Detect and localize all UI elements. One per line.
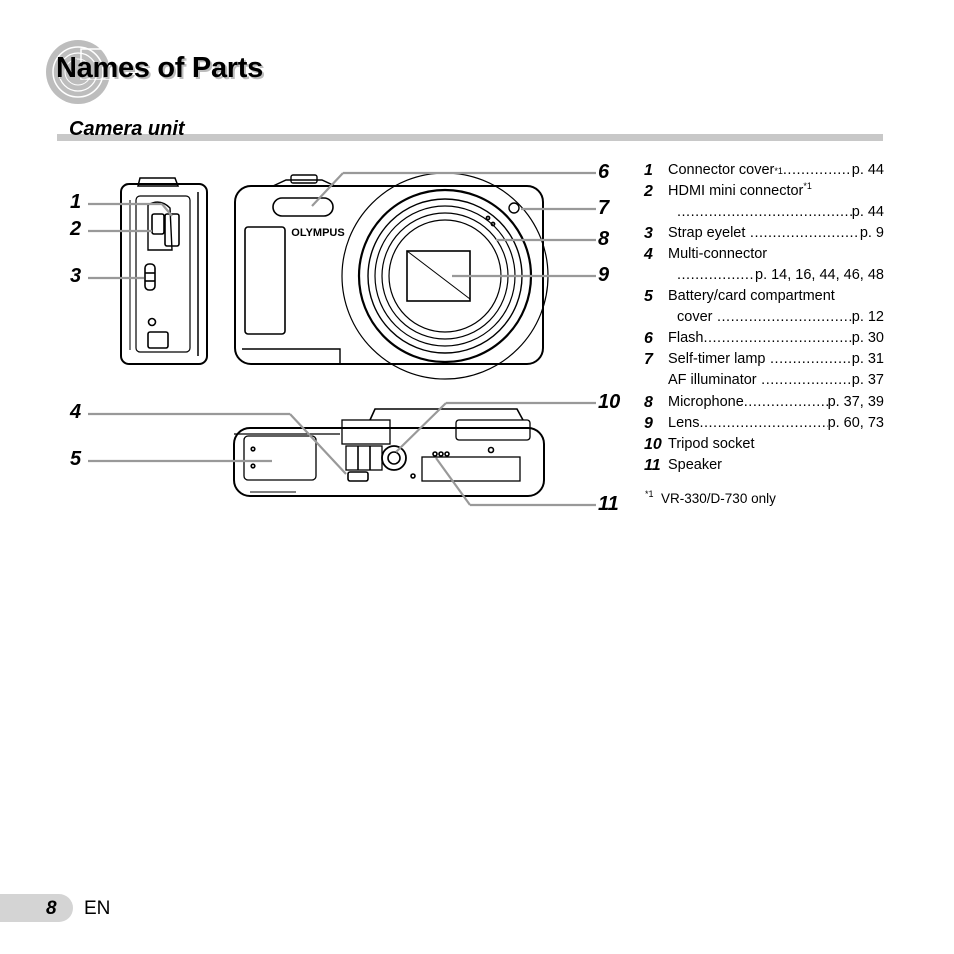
page-number-tab [0, 894, 73, 922]
callout-7: 7 [598, 197, 610, 219]
callout-3: 3 [70, 265, 82, 287]
brand-logo: OLYMPUS [291, 227, 344, 239]
callout-1: 1 [70, 191, 82, 213]
list-item: 4 Multi-connector ......................… [644, 246, 884, 283]
list-item: 2 HDMI mini connector*1 ................… [644, 181, 884, 221]
footnote: *1 VR-330/D-730 only [645, 489, 776, 507]
callout-5: 5 [70, 448, 82, 470]
list-item: AF illuminator .........................… [668, 372, 884, 388]
language-label: EN [84, 898, 111, 919]
list-item: 9 Lens .................................… [644, 415, 884, 432]
callout-4: 4 [70, 401, 82, 423]
list-item: 6 Flash ................................… [644, 330, 884, 347]
list-item: 10 Tripod socket [644, 436, 755, 453]
page-title: Names of Parts [56, 52, 263, 84]
callout-6: 6 [598, 161, 610, 183]
list-item: 11 Speaker [644, 457, 723, 474]
list-item: 7 Self-timer lamp ......................… [644, 351, 884, 368]
list-item: 3 Strap eyelet .........................… [644, 225, 884, 242]
page-number: 8 [46, 898, 57, 919]
list-item: 5 Battery/card compartment cover .......… [644, 288, 884, 325]
list-item: 8 Microphone ...........................… [644, 394, 884, 411]
camera-illustration: OLYMPUS [88, 171, 596, 507]
list-item: 1 Connector cover*1 ....................… [644, 162, 884, 179]
camera-side-view [120, 177, 208, 365]
title-emblem-icon [46, 40, 110, 104]
section-heading: Camera unit [69, 118, 185, 140]
callout-8: 8 [598, 228, 610, 250]
leader-lines [88, 171, 596, 507]
callout-10: 10 [598, 391, 621, 413]
callout-9: 9 [598, 264, 610, 286]
callout-11: 11 [598, 493, 619, 515]
section-rule [57, 134, 883, 141]
camera-bottom-view [233, 408, 545, 497]
callout-2: 2 [70, 218, 82, 240]
